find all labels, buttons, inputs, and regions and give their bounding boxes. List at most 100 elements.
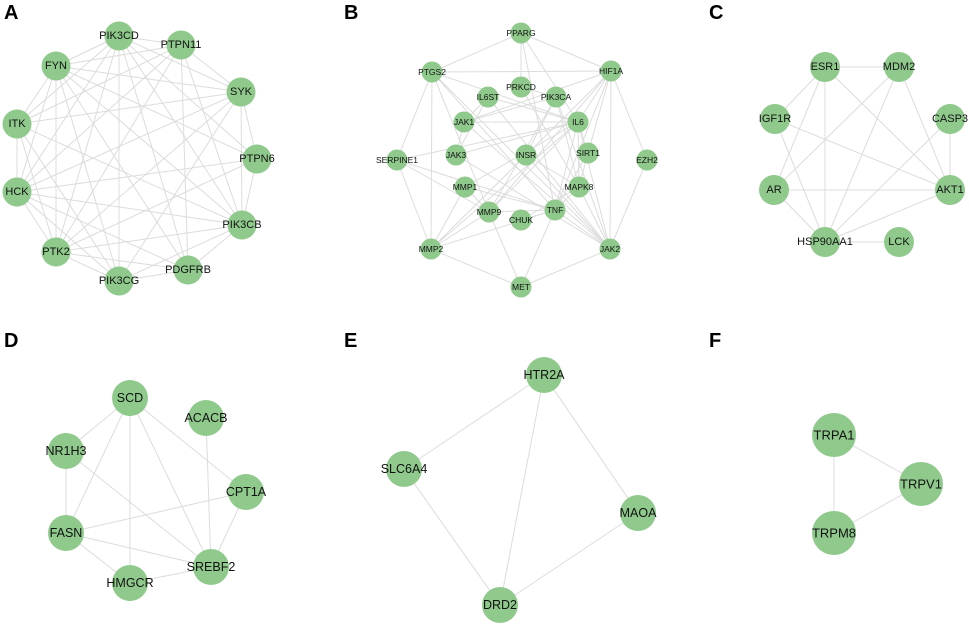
node-sirt1: SIRT1 <box>576 142 600 164</box>
node-htr2a: HTR2A <box>524 357 566 393</box>
edge-ptgs2-tnf <box>431 71 556 211</box>
node-label-akt1: AKT1 <box>936 184 964 196</box>
node-slc6a4: SLC6A4 <box>381 451 427 487</box>
node-label-tnf: TNF <box>547 205 564 215</box>
node-circle-fyn <box>41 51 71 81</box>
node-label-trpv1: TRPV1 <box>900 477 942 492</box>
edge-il6-jak3 <box>455 121 579 156</box>
edge-pik3cd-hck <box>16 35 120 193</box>
node-circle-mmp2 <box>420 238 442 260</box>
node-maoa: MAOA <box>620 495 657 531</box>
node-circle-pik3cb <box>227 210 257 240</box>
node-label-met: MET <box>512 282 530 292</box>
node-igf1r: IGF1R <box>759 104 791 134</box>
edge-pparg-ptgs2 <box>431 32 522 73</box>
node-circle-esr1 <box>810 52 840 82</box>
edge-syk-pik3cg <box>118 91 242 282</box>
node-srebf2: SREBF2 <box>187 549 235 585</box>
edge-insr-jak2 <box>525 154 611 250</box>
node-circle-ptgs2 <box>421 61 443 83</box>
node-circle-ptpn6 <box>242 144 272 174</box>
edge-pparg-il6 <box>520 32 579 123</box>
edge-esr1-akt1 <box>824 66 951 191</box>
node-circle-trpa1 <box>812 413 856 457</box>
node-circle-mmp1 <box>454 176 476 198</box>
node-circle-il6 <box>567 111 589 133</box>
node-circle-mmp9 <box>478 201 500 223</box>
edge-itk-pik3cg <box>16 123 120 282</box>
node-label-fasn: FASN <box>50 526 83 540</box>
node-circle-nr1h3 <box>48 433 84 469</box>
edge-pik3cd-ptk2 <box>55 35 120 253</box>
edge-pik3cd-pik3cb <box>118 35 243 226</box>
node-tnf: TNF <box>544 199 566 221</box>
edge-ptpn11-pdgfrb <box>180 44 189 271</box>
node-circle-serpine1 <box>386 149 408 171</box>
node-jak3: JAK3 <box>445 144 467 166</box>
edge-ptpn6-ptk2 <box>55 158 258 253</box>
node-pdgfrb: PDGFRB <box>165 255 211 285</box>
edge-ptgs2-mmp2 <box>430 71 433 250</box>
node-mmp1: MMP1 <box>453 176 478 198</box>
node-trpv1: TRPV1 <box>899 462 943 506</box>
node-circle-jak1 <box>453 111 475 133</box>
panel-d-edges <box>65 397 247 584</box>
edge-pik3ca-jak1 <box>463 96 557 123</box>
edge-mmp9-mmp2 <box>430 211 490 250</box>
node-lck: LCK <box>884 227 914 257</box>
node-ptgs2: PTGS2 <box>418 61 446 83</box>
node-label-pdgfrb: PDGFRB <box>165 264 211 276</box>
panel-a: A PIK3CDPTPN11FYNSYKITKPTPN6HCKPIK3CBPTK… <box>2 2 275 296</box>
node-label-hmgcr: HMGCR <box>106 576 153 590</box>
node-label-maoa: MAOA <box>620 506 657 520</box>
node-label-nr1h3: NR1H3 <box>46 444 87 458</box>
edge-itk-ptk2 <box>16 123 57 253</box>
node-scd: SCD <box>112 380 148 416</box>
edge-hif1a-jak2 <box>609 70 612 250</box>
node-label-mmp1: MMP1 <box>453 182 478 192</box>
edge-casp3-hsp90aa1 <box>824 118 951 243</box>
node-mdm2: MDM2 <box>883 52 915 82</box>
panel-a-letter: A <box>4 2 18 24</box>
node-trpm8: TRPM8 <box>812 511 856 555</box>
node-il6: IL6 <box>567 111 589 133</box>
panel-e-edges <box>403 374 639 606</box>
node-label-prkcd: PRKCD <box>506 82 536 92</box>
node-circle-ezh2 <box>636 149 658 171</box>
node-hif1a: HIF1A <box>599 60 623 82</box>
node-circle-chuk <box>510 209 532 231</box>
edge-tnf-met <box>520 209 556 288</box>
node-itk: ITK <box>2 109 32 139</box>
node-circle-igf1r <box>760 104 790 134</box>
node-mmp9: MMP9 <box>477 201 502 223</box>
node-pik3cg: PIK3CG <box>99 266 139 296</box>
node-circle-insr <box>515 144 537 166</box>
node-hmgcr: HMGCR <box>106 565 154 601</box>
node-ptk2: PTK2 <box>41 237 71 267</box>
node-label-fyn: FYN <box>45 60 67 72</box>
node-label-pik3cd: PIK3CD <box>99 30 139 42</box>
node-drd2: DRD2 <box>482 587 518 623</box>
node-circle-hsp90aa1 <box>810 227 840 257</box>
edge-pik3cd-ptpn6 <box>118 35 258 160</box>
edge-fasn-srebf2 <box>65 532 212 568</box>
panel-b-letter: B <box>344 2 358 24</box>
edge-serpine1-tnf <box>396 159 556 211</box>
edge-il6-serpine1 <box>396 121 579 161</box>
node-circle-syk <box>226 77 256 107</box>
node-label-htr2a: HTR2A <box>524 368 566 382</box>
edge-htr2a-slc6a4 <box>403 374 545 470</box>
edge-igf1r-hsp90aa1 <box>774 118 826 243</box>
node-syk: SYK <box>226 77 256 107</box>
node-circle-mapk8 <box>568 176 590 198</box>
node-serpine1: SERPINE1 <box>376 149 418 171</box>
edge-pik3cd-pdgfrb <box>118 35 189 271</box>
node-insr: INSR <box>515 144 537 166</box>
node-circle-acacb <box>188 400 224 436</box>
edge-serpine1-mmp2 <box>396 159 432 250</box>
edge-mmp2-met <box>430 248 522 288</box>
node-mmp2: MMP2 <box>419 238 444 260</box>
node-label-pik3ca: PIK3CA <box>541 92 572 102</box>
edge-itk-pik3cb <box>16 123 243 226</box>
node-label-hif1a: HIF1A <box>599 66 623 76</box>
